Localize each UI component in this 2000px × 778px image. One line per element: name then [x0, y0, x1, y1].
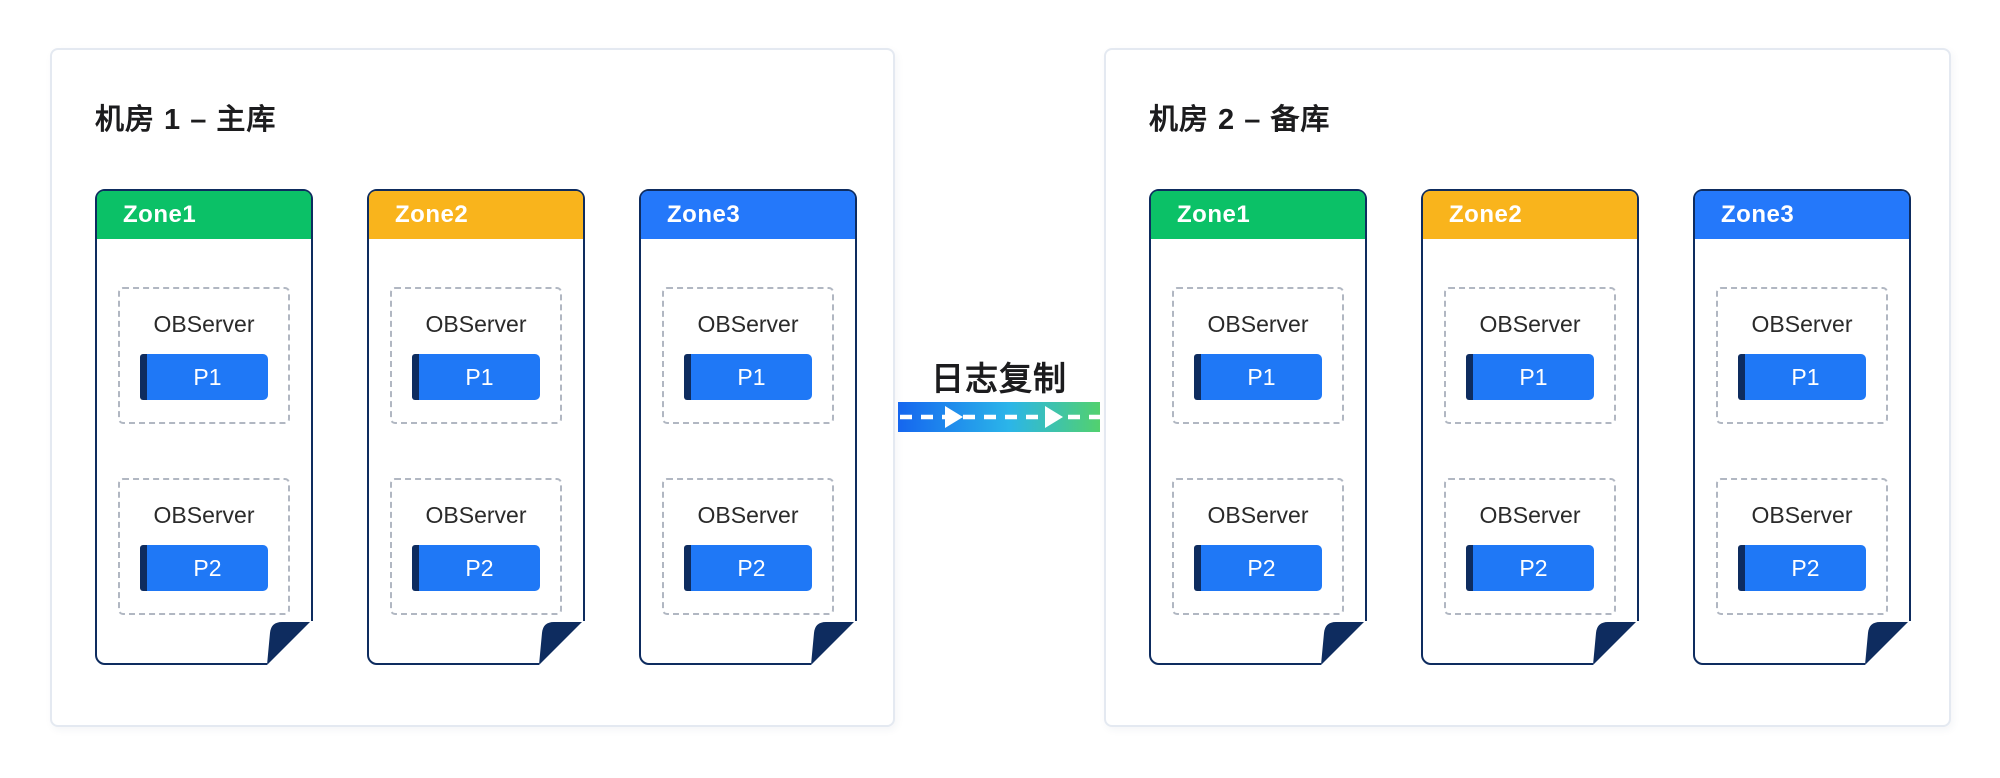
partition-label: P2 [737, 554, 766, 581]
zone-card: Zone1 OBServer P1 OBServer P2 [1149, 189, 1367, 665]
observer-box: OBServer P2 [1716, 478, 1888, 615]
zone-label: Zone3 [667, 201, 741, 228]
partition-chip: P2 [412, 545, 540, 591]
partition-chip: P2 [1194, 545, 1322, 591]
zone-list-standby: Zone1 OBServer P1 OBServer P2 Zone2 [1149, 189, 1911, 665]
folded-corner-icon [267, 621, 313, 665]
partition-chip: P1 [1466, 354, 1594, 400]
zone-card: Zone1 OBServer P1 OBServer P2 [95, 189, 313, 665]
partition-label: P1 [737, 363, 766, 390]
zone-label: Zone1 [123, 201, 197, 228]
zone-header: Zone1 [97, 191, 311, 239]
observer-box: OBServer P1 [662, 287, 834, 424]
observer-box: OBServer P1 [1172, 287, 1344, 424]
replication-link: 日志复制 [898, 0, 1100, 778]
partition-label: P1 [1247, 363, 1276, 390]
observer-box: OBServer P2 [390, 478, 562, 615]
partition-chip: P2 [684, 545, 812, 591]
partition-chip: P2 [1466, 545, 1594, 591]
partition-label: P2 [1247, 554, 1276, 581]
replication-arrow-icon [898, 402, 1100, 432]
zone-label: Zone2 [395, 201, 469, 228]
arrowhead-icon [945, 406, 963, 428]
replication-arrow [898, 402, 1100, 432]
partition-chip: P1 [140, 354, 268, 400]
partition-chip: P1 [412, 354, 540, 400]
folded-corner-icon [1593, 621, 1639, 665]
partition-chip: P2 [1738, 545, 1866, 591]
partition-label: P1 [465, 363, 494, 390]
observer-box: OBServer P2 [118, 478, 290, 615]
zone-card: Zone2 OBServer P1 OBServer P2 [1421, 189, 1639, 665]
zone-header: Zone1 [1151, 191, 1365, 239]
replication-label: 日志复制 [931, 360, 1067, 397]
partition-label: P1 [193, 363, 222, 390]
observer-label: OBServer [425, 311, 527, 337]
zone-body: OBServer P1 OBServer P2 [1716, 287, 1888, 615]
observer-box: OBServer P1 [1716, 287, 1888, 424]
observer-box: OBServer P2 [1444, 478, 1616, 615]
zone-card: Zone2 OBServer P1 OBServer P2 [367, 189, 585, 665]
zone-header: Zone2 [369, 191, 583, 239]
zone-list-primary: Zone1 OBServer P1 OBServer P2 Zone2 [95, 189, 857, 665]
partition-chip: P1 [1738, 354, 1866, 400]
partition-label: P2 [1519, 554, 1548, 581]
folded-corner-icon [539, 621, 585, 665]
partition-label: P2 [193, 554, 222, 581]
folded-corner-icon [1321, 621, 1367, 665]
partition-label: P1 [1519, 363, 1548, 390]
observer-label: OBServer [1479, 502, 1581, 528]
zone-body: OBServer P1 OBServer P2 [118, 287, 290, 615]
folded-corner-icon [811, 621, 857, 665]
partition-chip: P1 [1194, 354, 1322, 400]
observer-label: OBServer [1207, 311, 1309, 337]
zone-body: OBServer P1 OBServer P2 [1172, 287, 1344, 615]
panel-title-primary: 机房 1 – 主库 [95, 104, 277, 136]
zone-card: Zone3 OBServer P1 OBServer P2 [639, 189, 857, 665]
partition-label: P2 [1791, 554, 1820, 581]
observer-label: OBServer [153, 311, 255, 337]
zone-body: OBServer P1 OBServer P2 [662, 287, 834, 615]
zone-label: Zone1 [1177, 201, 1251, 228]
panel-title-standby: 机房 2 – 备库 [1149, 104, 1331, 136]
partition-label: P1 [1791, 363, 1820, 390]
observer-label: OBServer [1751, 311, 1853, 337]
partition-chip: P1 [684, 354, 812, 400]
zone-header: Zone3 [641, 191, 855, 239]
arrowhead-icon [1045, 406, 1063, 428]
observer-label: OBServer [697, 311, 799, 337]
zone-body: OBServer P1 OBServer P2 [1444, 287, 1616, 615]
observer-box: OBServer P2 [662, 478, 834, 615]
partition-label: P2 [465, 554, 494, 581]
observer-box: OBServer P1 [118, 287, 290, 424]
observer-label: OBServer [1207, 502, 1309, 528]
observer-label: OBServer [697, 502, 799, 528]
observer-label: OBServer [1479, 311, 1581, 337]
observer-label: OBServer [425, 502, 527, 528]
observer-box: OBServer P2 [1172, 478, 1344, 615]
folded-corner-icon [1865, 621, 1911, 665]
zone-card: Zone3 OBServer P1 OBServer P2 [1693, 189, 1911, 665]
observer-box: OBServer P1 [1444, 287, 1616, 424]
zone-label: Zone2 [1449, 201, 1523, 228]
zone-label: Zone3 [1721, 201, 1795, 228]
observer-label: OBServer [1751, 502, 1853, 528]
datacenter-panel-standby: 机房 2 – 备库 Zone1 OBServer P1 OBServer P2 [1104, 48, 1951, 727]
observer-label: OBServer [153, 502, 255, 528]
zone-header: Zone3 [1695, 191, 1909, 239]
zone-header: Zone2 [1423, 191, 1637, 239]
zone-body: OBServer P1 OBServer P2 [390, 287, 562, 615]
partition-chip: P2 [140, 545, 268, 591]
datacenter-panel-primary: 机房 1 – 主库 Zone1 OBServer P1 OBServer P2 [50, 48, 895, 727]
observer-box: OBServer P1 [390, 287, 562, 424]
